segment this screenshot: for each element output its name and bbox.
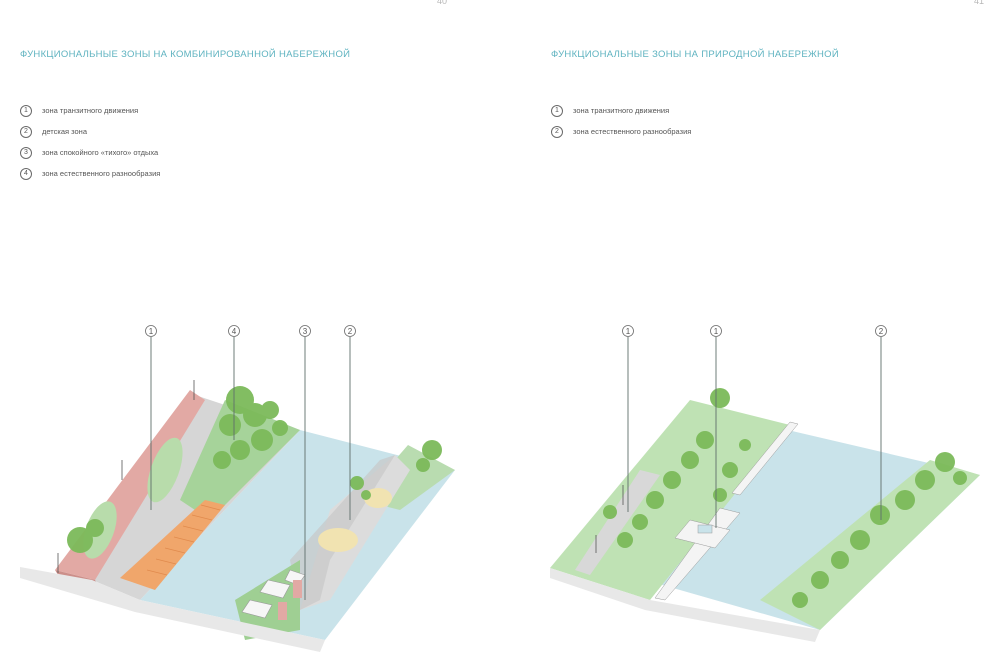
pier-pool <box>697 524 713 534</box>
oval-lawn <box>147 437 183 503</box>
legend-item: 2 детская зона <box>20 121 160 142</box>
legend-label: зона спокойного «тихого» отдыха <box>42 148 159 157</box>
number-circle-icon: 2 <box>551 125 563 138</box>
callout-label: 1 <box>714 327 719 336</box>
callout-label: 2 <box>348 327 353 336</box>
right-section-title: ФУНКЦИОНАЛЬНЫЕ ЗОНЫ НА ПРИРОДНОЙ НАБЕРЕЖ… <box>551 49 840 60</box>
legend-label: зона естественного разнообразия <box>573 127 692 136</box>
callout-1-pier: 1 <box>710 325 722 528</box>
base-edge <box>550 568 820 642</box>
lamp-posts <box>57 380 195 573</box>
left-legend: 1 зона транзитного движения 2 детская зона… <box>20 100 160 184</box>
callout-label: 1 <box>626 327 631 336</box>
left-section-title: ФУНКЦИОНАЛЬНЫЕ ЗОНЫ НА КОМБИНИРОВАННОЙ Н… <box>20 49 351 60</box>
legend-item: 1 зона транзитного движения <box>551 100 691 121</box>
pier-walkway <box>731 421 799 496</box>
tree-group <box>603 388 967 608</box>
number-circle-icon: 1 <box>551 104 563 117</box>
legend-label: зона естественного разнообразия <box>42 169 161 178</box>
number-circle-icon: 4 <box>20 167 32 180</box>
callout-label: 3 <box>303 327 308 336</box>
legend-item: 3 зона спокойного «тихого» отдыха <box>20 142 160 163</box>
callout-1: 1 <box>622 325 634 512</box>
callout-2: 2 <box>344 325 356 520</box>
near-bank-grass <box>550 400 790 600</box>
number-circle-icon: 2 <box>20 125 32 138</box>
callout-label: 1 <box>149 327 154 336</box>
left-scene <box>20 380 455 652</box>
legend-label: зона транзитного движения <box>42 106 139 115</box>
number-circle-icon: 1 <box>20 104 32 117</box>
legend-label: зона транзитного движения <box>573 106 670 115</box>
legend-item: 4 зона естественного разнообразия <box>20 163 160 184</box>
playground-sand <box>364 488 392 508</box>
page-number-left: 40 <box>437 0 448 6</box>
base-edge <box>20 567 325 652</box>
deck-steps <box>120 500 225 590</box>
callout-1: 1 <box>145 325 157 510</box>
playground-sand <box>318 528 358 552</box>
tree-group <box>67 386 442 553</box>
callout-label: 4 <box>232 327 237 336</box>
right-scene <box>550 388 980 642</box>
callout-2: 2 <box>875 325 887 520</box>
right-legend: 1 зона транзитного движения 2 зона естеств… <box>551 100 691 142</box>
callout-label: 2 <box>879 327 884 336</box>
far-bank-grass <box>760 460 980 630</box>
legend-label: детская зона <box>42 127 87 136</box>
number-circle-icon: 3 <box>20 146 32 159</box>
page-number-right: 41 <box>974 0 985 6</box>
legend-item: 1 зона транзитного движения <box>20 100 160 121</box>
callout-3: 3 <box>299 325 311 600</box>
callout-4: 4 <box>228 325 240 440</box>
legend-item: 2 зона естественного разнообразия <box>551 121 691 142</box>
umbrella-group <box>241 569 306 620</box>
lamp-posts <box>595 485 624 553</box>
